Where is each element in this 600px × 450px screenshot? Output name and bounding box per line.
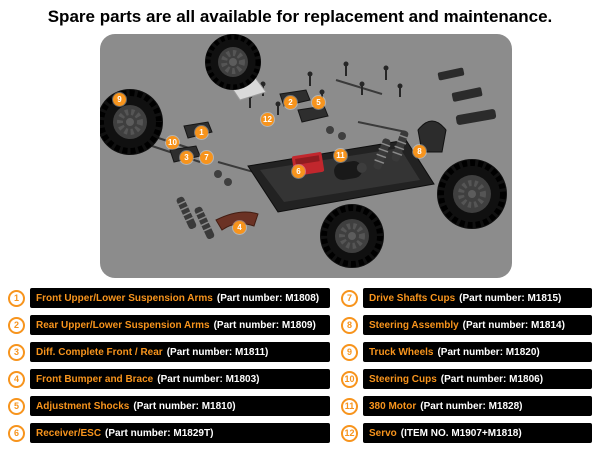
page-title: Spare parts are all available for replac… <box>47 7 553 26</box>
legend-number-9: 9 <box>341 343 358 361</box>
part-name: Rear Upper/Lower Suspension Arms <box>36 319 210 331</box>
legend-row-5: 5 Adjustment Shocks (Part number: M1810) <box>8 396 330 416</box>
part-name: Diff. Complete Front / Rear <box>36 346 163 358</box>
legend-bar-9: Truck Wheels (Part number: M1820) <box>363 342 592 362</box>
part-name: Steering Cups <box>369 373 437 385</box>
legend-bar-5: Adjustment Shocks (Part number: M1810) <box>30 396 330 416</box>
diagram-marker-7: 7 <box>200 151 213 164</box>
part-number: (Part number: M1815) <box>459 292 562 304</box>
legend-bar-8: Steering Assembly (Part number: M1814) <box>363 315 592 335</box>
part-name: 380 Motor <box>369 400 417 412</box>
legend-bar-10: Steering Cups (Part number: M1806) <box>363 369 592 389</box>
diagram-marker-5: 5 <box>312 96 325 109</box>
legend-number-5: 5 <box>8 397 25 415</box>
legend-number-3: 3 <box>8 343 25 361</box>
exploded-diagram-panel: 1 2 3 4 5 6 7 8 9 10 11 12 <box>100 34 512 278</box>
legend-number-8: 8 <box>341 316 358 334</box>
diagram-marker-1: 1 <box>195 126 208 139</box>
legend-row-3: 3 Diff. Complete Front / Rear (Part numb… <box>8 342 330 362</box>
legend-row-6: 6 Receiver/ESC (Part number: M1829T) <box>8 423 330 443</box>
part-name: Adjustment Shocks <box>36 400 130 412</box>
part-number: (Part number: M1811) <box>166 346 269 358</box>
legend-row-1: 1 Front Upper/Lower Suspension Arms (Par… <box>8 288 330 308</box>
legend-bar-12: Servo (ITEM NO. M1907+M1818) <box>363 423 592 443</box>
part-number: (ITEM NO. M1907+M1818) <box>400 427 522 439</box>
legend-column-left: 1 Front Upper/Lower Suspension Arms (Par… <box>8 288 330 443</box>
diagram-marker-2: 2 <box>284 96 297 109</box>
legend-row-2: 2 Rear Upper/Lower Suspension Arms (Part… <box>8 315 330 335</box>
legend-number-12: 12 <box>341 424 358 442</box>
part-number: (Part number: M1808) <box>216 292 320 304</box>
part-name: Truck Wheels <box>369 346 434 358</box>
legend-number-4: 4 <box>8 370 25 388</box>
parts-legend: 1 Front Upper/Lower Suspension Arms (Par… <box>8 288 592 443</box>
legend-row-9: 9 Truck Wheels (Part number: M1820) <box>341 342 592 362</box>
part-number: (Part number: M1806) <box>440 373 544 385</box>
diagram-marker-12: 12 <box>261 113 274 126</box>
part-name: Front Bumper and Brace <box>36 373 154 385</box>
legend-number-11: 11 <box>341 397 358 415</box>
part-number: (Part number: M1814) <box>462 319 565 331</box>
diagram-marker-10: 10 <box>166 136 179 149</box>
diagram-marker-3: 3 <box>180 151 193 164</box>
legend-bar-4: Front Bumper and Brace (Part number: M18… <box>30 369 330 389</box>
part-number: (Part number: M1820) <box>437 346 540 358</box>
part-number: (Part number: M1829T) <box>105 427 214 439</box>
legend-number-1: 1 <box>8 289 25 307</box>
legend-bar-6: Receiver/ESC (Part number: M1829T) <box>30 423 330 443</box>
legend-row-8: 8 Steering Assembly (Part number: M1814) <box>341 315 592 335</box>
legend-bar-1: Front Upper/Lower Suspension Arms (Part … <box>30 288 330 308</box>
legend-column-right: 7 Drive Shafts Cups (Part number: M1815)… <box>341 288 592 443</box>
diagram-marker-9: 9 <box>113 93 126 106</box>
legend-number-7: 7 <box>341 289 358 307</box>
legend-row-11: 11 380 Motor (Part number: M1828) <box>341 396 592 416</box>
part-name: Steering Assembly <box>369 319 459 331</box>
legend-row-7: 7 Drive Shafts Cups (Part number: M1815) <box>341 288 592 308</box>
diagram-marker-4: 4 <box>233 221 246 234</box>
part-number: (Part number: M1803) <box>157 373 260 385</box>
part-number: (Part number: M1809) <box>213 319 316 331</box>
diagram-marker-6: 6 <box>292 165 305 178</box>
part-name: Drive Shafts Cups <box>369 292 456 304</box>
legend-row-10: 10 Steering Cups (Part number: M1806) <box>341 369 592 389</box>
legend-number-6: 6 <box>8 424 25 442</box>
legend-number-10: 10 <box>341 370 358 388</box>
legend-row-4: 4 Front Bumper and Brace (Part number: M… <box>8 369 330 389</box>
part-name: Receiver/ESC <box>36 427 102 439</box>
part-name: Front Upper/Lower Suspension Arms <box>36 292 213 304</box>
part-number: (Part number: M1828) <box>420 400 523 412</box>
part-name: Servo <box>369 427 397 439</box>
part-number: (Part number: M1810) <box>133 400 236 412</box>
legend-bar-11: 380 Motor (Part number: M1828) <box>363 396 592 416</box>
legend-bar-2: Rear Upper/Lower Suspension Arms (Part n… <box>30 315 330 335</box>
legend-bar-3: Diff. Complete Front / Rear (Part number… <box>30 342 330 362</box>
legend-bar-7: Drive Shafts Cups (Part number: M1815) <box>363 288 592 308</box>
exploded-view-illustration <box>100 34 507 268</box>
diagram-marker-8: 8 <box>413 145 426 158</box>
legend-row-12: 12 Servo (ITEM NO. M1907+M1818) <box>341 423 592 443</box>
diagram-marker-11: 11 <box>334 149 347 162</box>
legend-number-2: 2 <box>8 316 25 334</box>
